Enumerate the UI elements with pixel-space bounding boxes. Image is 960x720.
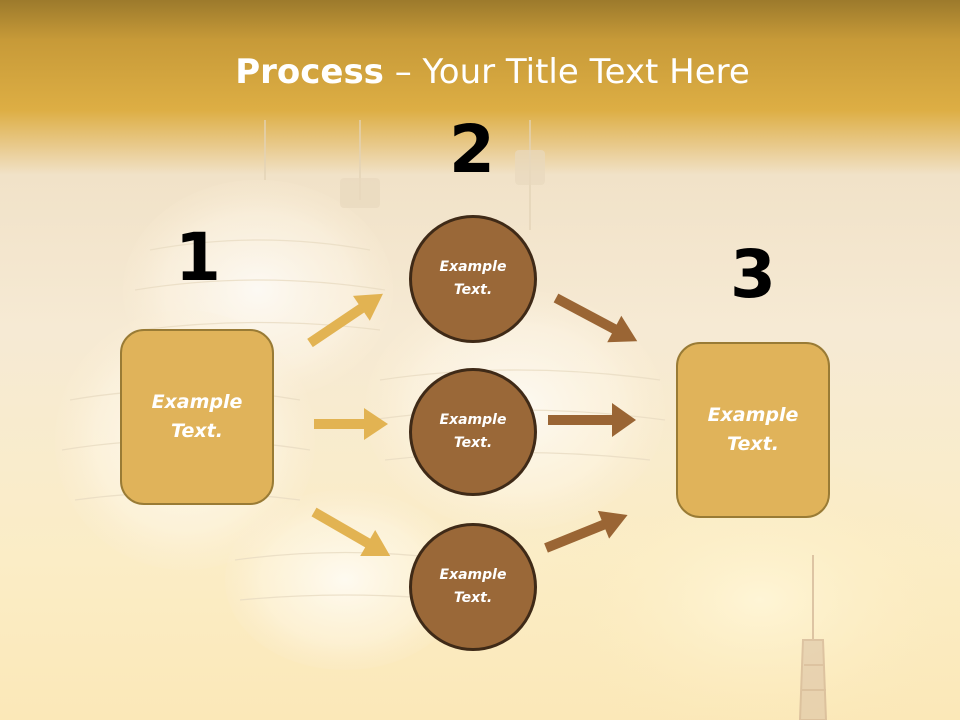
middle-circle-top: Example Text. xyxy=(409,215,537,343)
middle-circle-center: Example Text. xyxy=(409,368,537,496)
step-3-text: Example Text. xyxy=(707,404,799,455)
middle-circle-top-text: Example Text. xyxy=(439,259,507,298)
step-3-box: Example Text. xyxy=(676,342,830,518)
middle-circle-bottom-text: Example Text. xyxy=(439,567,507,606)
step-1-text: Example Text. xyxy=(151,391,243,442)
step-2-number: 2 xyxy=(449,111,495,188)
arrow-top-to-3 xyxy=(553,293,638,343)
arrow-1-to-top xyxy=(307,293,383,348)
step-3-number: 3 xyxy=(730,236,776,313)
arrow-1-to-center xyxy=(314,408,388,440)
title-rest: – Your Title Text Here xyxy=(383,52,750,92)
step-1-number: 1 xyxy=(175,219,221,296)
middle-circle-bottom: Example Text. xyxy=(409,523,537,651)
step-1-box: Example Text. xyxy=(120,329,274,505)
slide-title: Process – Your Title Text Here xyxy=(0,52,960,92)
middle-circle-center-text: Example Text. xyxy=(439,412,507,451)
arrow-center-to-3 xyxy=(548,403,636,437)
arrow-bottom-to-3 xyxy=(544,510,628,553)
title-bold: Process xyxy=(235,52,384,92)
arrow-1-to-bottom xyxy=(311,507,391,556)
